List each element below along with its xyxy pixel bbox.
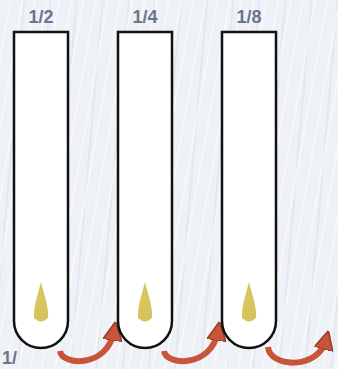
- tube-node: 1/8: [220, 6, 278, 351]
- transfer-arrow: [268, 340, 326, 363]
- tube-outline: [118, 32, 172, 348]
- transfer-arrow: [60, 331, 114, 361]
- transfer-arrow: [164, 331, 218, 361]
- test-tube: [220, 30, 278, 351]
- dilution-label: 1/: [2, 348, 17, 368]
- dilution-label: 1/4: [116, 6, 174, 30]
- dilution-label: 1/8: [220, 6, 278, 30]
- sediment: [138, 282, 152, 322]
- dilution-label: 1/2: [12, 6, 70, 30]
- sediment: [242, 282, 256, 322]
- tube-node: 1/2: [12, 6, 70, 351]
- tube-outline: [14, 32, 68, 348]
- test-tube: [116, 30, 174, 351]
- tube-outline: [222, 32, 276, 348]
- tube-node: 1/4: [116, 6, 174, 351]
- sediment: [34, 282, 48, 322]
- test-tube: [12, 30, 70, 351]
